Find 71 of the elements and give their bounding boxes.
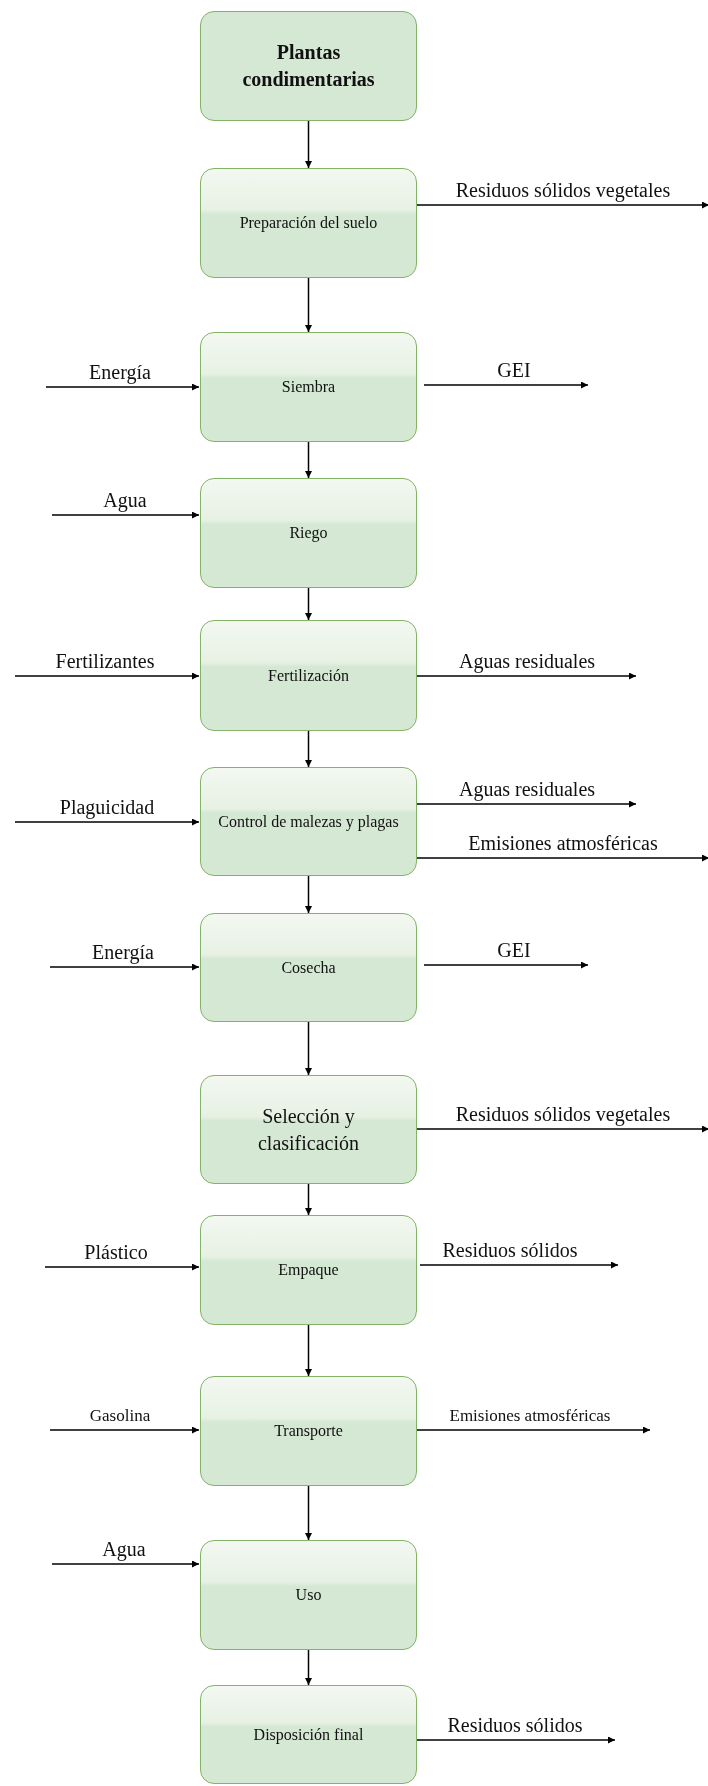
arrow (305, 441, 312, 479)
arrow (305, 730, 312, 768)
edge-label: Agua (102, 1538, 146, 1560)
process-box (200, 913, 417, 1022)
arrow (49, 963, 200, 971)
process-label: Preparación del suelo (239, 213, 378, 234)
edge-label: Agua (103, 489, 147, 511)
arrow (51, 511, 200, 519)
arrow (45, 383, 200, 391)
edge-label: Emisiones atmosféricas (468, 832, 658, 854)
process-label: Disposición final (253, 1724, 364, 1746)
process-box (200, 767, 417, 876)
arrow (305, 1485, 312, 1541)
arrow (416, 1426, 651, 1434)
arrow (305, 587, 312, 621)
edge-label: Plástico (84, 1241, 148, 1263)
edge-label: Residuos sólidos vegetales (455, 179, 671, 201)
process-label: Cosecha (281, 957, 336, 978)
arrow (44, 1263, 200, 1271)
arrow (305, 120, 312, 169)
process-box (200, 1376, 417, 1486)
arrow (305, 1649, 312, 1686)
edge-label: GEI (497, 359, 531, 381)
edge-label: Residuos sólidos (447, 1714, 583, 1736)
process-box (200, 11, 417, 121)
arrow (49, 1426, 200, 1434)
process-label: Empaque (278, 1260, 339, 1281)
process-box (200, 1540, 417, 1650)
arrow (14, 818, 200, 826)
edge-label: Gasolina (89, 1407, 151, 1426)
process-box (200, 332, 417, 442)
arrow (416, 854, 708, 862)
arrow (305, 277, 312, 333)
arrow (14, 672, 200, 680)
process-label: Transporte (274, 1421, 343, 1442)
arrow (416, 672, 637, 680)
arrow (305, 1021, 312, 1076)
edge-label: Residuos sólidos (442, 1239, 578, 1261)
arrow (423, 381, 589, 389)
process-label: Control de malezas y plagas (218, 811, 399, 833)
process-box (200, 168, 417, 278)
process-box (200, 1215, 417, 1325)
arrow (305, 1183, 312, 1216)
process-label: Selección y clasificación (256, 1103, 361, 1156)
process-box (200, 620, 417, 731)
arrow (416, 1125, 708, 1133)
process-label: Plantas condimentarias (241, 40, 376, 92)
process-label: Siembra (281, 377, 336, 398)
arrow (416, 1736, 616, 1744)
arrow (419, 1261, 619, 1269)
edge-label: GEI (497, 939, 531, 961)
process-label: Fertilización (268, 665, 349, 686)
edge-label: Plaguicidad (59, 796, 155, 818)
edge-label: Fertilizantes (55, 650, 155, 672)
process-box (200, 478, 417, 588)
arrow (423, 961, 589, 969)
edge-label: Energía (92, 941, 154, 963)
arrow (305, 1324, 312, 1377)
edge-label: Energía (89, 361, 151, 383)
arrow (416, 800, 637, 808)
process-box (200, 1685, 417, 1784)
arrow (416, 201, 708, 209)
arrow (51, 1560, 200, 1568)
edge-label: Emisiones atmosféricas (449, 1407, 611, 1426)
edge-label: Residuos sólidos vegetales (455, 1103, 671, 1125)
arrow (305, 875, 312, 914)
edge-label: Aguas residuales (458, 778, 596, 800)
process-box (200, 1075, 417, 1184)
process-label: Riego (289, 523, 328, 544)
edge-label: Aguas residuales (458, 650, 596, 672)
process-label: Uso (295, 1585, 322, 1606)
